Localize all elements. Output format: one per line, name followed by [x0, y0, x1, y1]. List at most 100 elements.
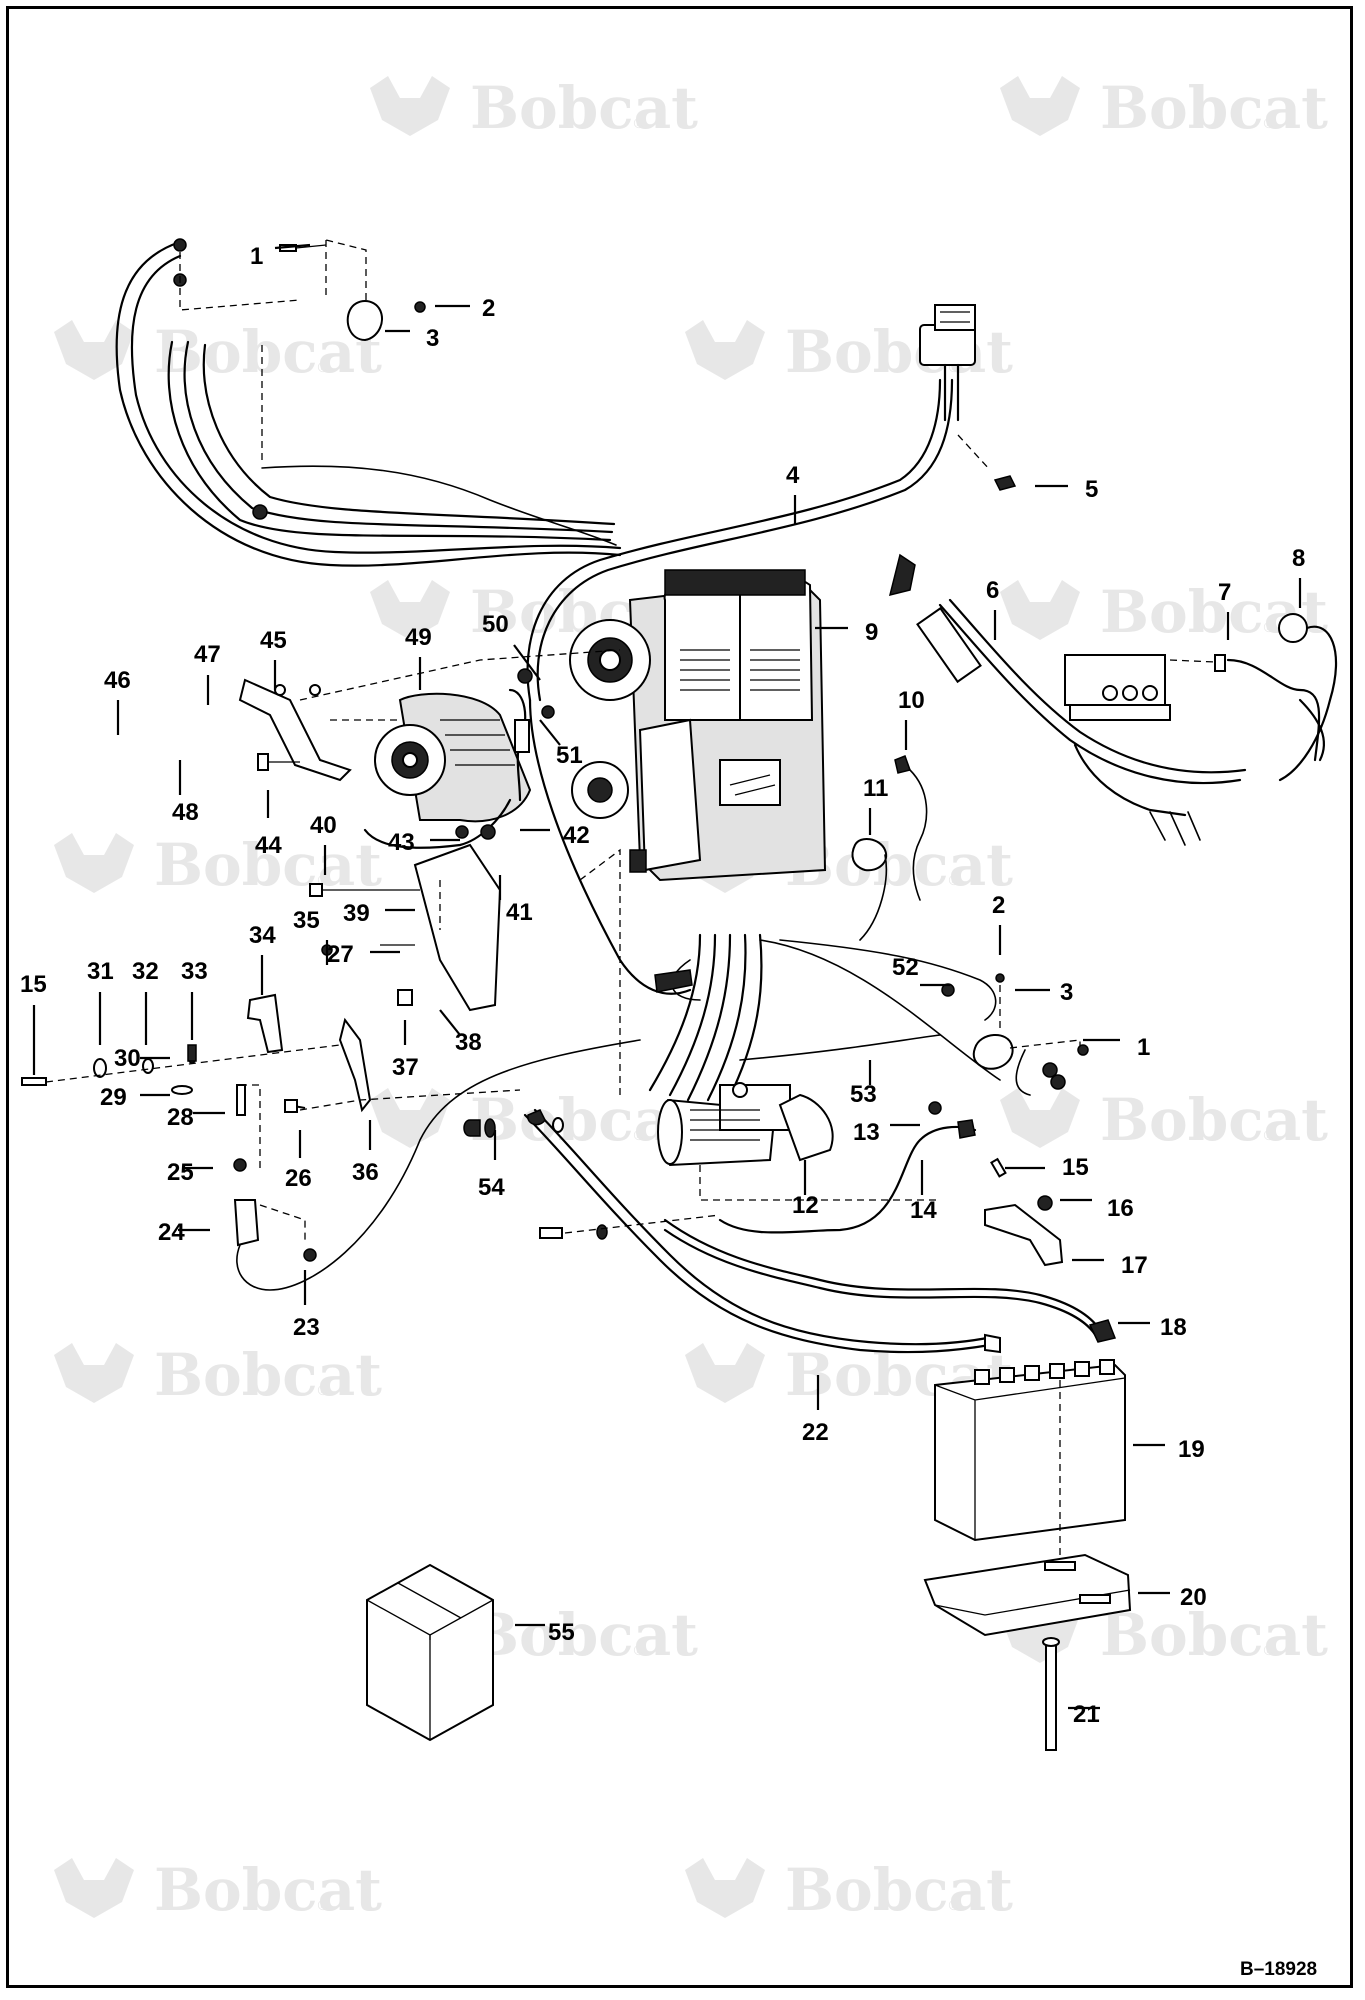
watermark-brand: Bobcat: [154, 318, 382, 386]
small-hardware: [463, 1117, 1064, 1267]
callout-51: 51: [556, 742, 583, 769]
callout-leader-51: [539, 719, 561, 746]
callout-26: 26: [285, 1165, 312, 1192]
engine-9: [569, 569, 827, 882]
upper-switch-assembly: [279, 239, 426, 342]
callout-leader-50: [513, 644, 541, 681]
callout-8: 8: [1292, 545, 1305, 572]
callout-16: 16: [1107, 1195, 1134, 1222]
watermark-registered-mark: ®: [632, 1643, 646, 1659]
callout-3: 3: [426, 325, 439, 352]
callout-21: 21: [1073, 1701, 1100, 1728]
bobcat-head-icon: [1000, 1088, 1080, 1148]
callout-15: 15: [20, 971, 47, 998]
callout-31: 31: [87, 958, 114, 985]
watermark-logo: Bobcat®: [1000, 1086, 1328, 1154]
callout-12: 12: [792, 1192, 819, 1219]
callout-27: 27: [327, 941, 354, 968]
watermark-brand: Bobcat: [1100, 1086, 1328, 1154]
battery-cable-14: [718, 1101, 977, 1234]
bobcat-head-icon: [685, 320, 765, 380]
callout-17: 17: [1121, 1252, 1148, 1279]
callout-1: 1: [250, 243, 263, 270]
watermark-registered-mark: ®: [947, 1898, 961, 1914]
callout-13: 13: [853, 1119, 880, 1146]
watermark-brand: Bobcat: [470, 1601, 698, 1669]
callout-leader-1: [274, 243, 311, 250]
watermark-brand: Bobcat: [154, 1856, 382, 1924]
callout-6: 6: [986, 577, 999, 604]
callout-15: 15: [1062, 1154, 1089, 1181]
bobcat-head-icon: [370, 1088, 450, 1148]
alternator-assembly: [238, 649, 621, 1100]
bobcat-head-icon: [370, 580, 450, 640]
callout-30: 30: [114, 1045, 141, 1072]
bobcat-head-icon: [1000, 76, 1080, 136]
callout-40: 40: [310, 812, 337, 839]
bobcat-head-icon: [54, 1858, 134, 1918]
bobcat-head-icon: [1000, 580, 1080, 640]
callout-29: 29: [100, 1084, 127, 1111]
left-bracket-assembly: [21, 944, 641, 1291]
lower-switch-assembly: [972, 973, 1089, 1070]
watermark-brand: Bobcat: [785, 1856, 1013, 1924]
callout-28: 28: [167, 1104, 194, 1131]
callout-50: 50: [482, 611, 509, 638]
diagram-frame: [6, 6, 1353, 1988]
watermark-logo: Bobcat®: [685, 1856, 1013, 1924]
battery-bolt-21: [1042, 1637, 1060, 1751]
watermark-registered-mark: ®: [316, 1898, 330, 1914]
callout-32: 32: [132, 958, 159, 985]
callout-45: 45: [260, 627, 287, 654]
watermark-registered-mark: ®: [632, 1128, 646, 1144]
ground-cable-18: [663, 1218, 1117, 1343]
watermark-layer: Bobcat®Bobcat®Bobcat®Bobcat®Bobcat®Bobca…: [54, 74, 1328, 1924]
callout-33: 33: [181, 958, 208, 985]
watermark-brand: Bobcat: [154, 831, 382, 899]
callout-53: 53: [850, 1081, 877, 1108]
battery-19: [934, 1359, 1126, 1610]
wire-bundle-53: [648, 933, 1066, 1102]
callout-47: 47: [194, 641, 221, 668]
watermark-logo: Bobcat®: [1000, 578, 1328, 646]
watermark-registered-mark: ®: [1262, 620, 1276, 636]
watermark-brand: Bobcat: [1100, 1601, 1328, 1669]
watermark-registered-mark: ®: [632, 116, 646, 132]
starter-assembly: [657, 1082, 940, 1201]
watermark-brand: Bobcat: [154, 1341, 382, 1409]
cable-22: [523, 1108, 1001, 1354]
cable-6-assembly: [888, 553, 1338, 846]
callout-41: 41: [506, 899, 533, 926]
callout-20: 20: [1180, 1584, 1207, 1611]
watermark-registered-mark: ®: [1262, 1643, 1276, 1659]
watermark-registered-mark: ®: [947, 873, 961, 889]
watermark-logo: Bobcat®: [54, 1341, 382, 1409]
callout-19: 19: [1178, 1436, 1205, 1463]
callout-44: 44: [255, 832, 282, 859]
callout-49: 49: [405, 624, 432, 651]
battery-tray-20: [923, 1553, 1132, 1637]
callout-7: 7: [1218, 579, 1231, 606]
callout-52: 52: [892, 954, 919, 981]
callout-22: 22: [802, 1419, 829, 1446]
document-id: B–18928: [1240, 1959, 1317, 1980]
callout-3: 3: [1060, 979, 1073, 1006]
watermark-registered-mark: ®: [316, 360, 330, 376]
watermark-logo: Bobcat®: [54, 318, 382, 386]
callout-2: 2: [992, 892, 1005, 919]
callout-36: 36: [352, 1159, 379, 1186]
watermark-logo: Bobcat®: [1000, 74, 1328, 142]
callout-37: 37: [392, 1054, 419, 1081]
bobcat-head-icon: [685, 1343, 765, 1403]
callout-10: 10: [898, 687, 925, 714]
callout-25: 25: [167, 1159, 194, 1186]
harness-connector: [919, 304, 1017, 491]
watermark-brand: Bobcat: [1100, 74, 1328, 142]
callout-leader-38: [439, 1009, 461, 1036]
watermark-brand: Bobcat: [785, 318, 1013, 386]
callout-42: 42: [563, 822, 590, 849]
callout-14: 14: [910, 1197, 937, 1224]
callout-11: 11: [863, 775, 888, 802]
callout-2: 2: [482, 295, 495, 322]
